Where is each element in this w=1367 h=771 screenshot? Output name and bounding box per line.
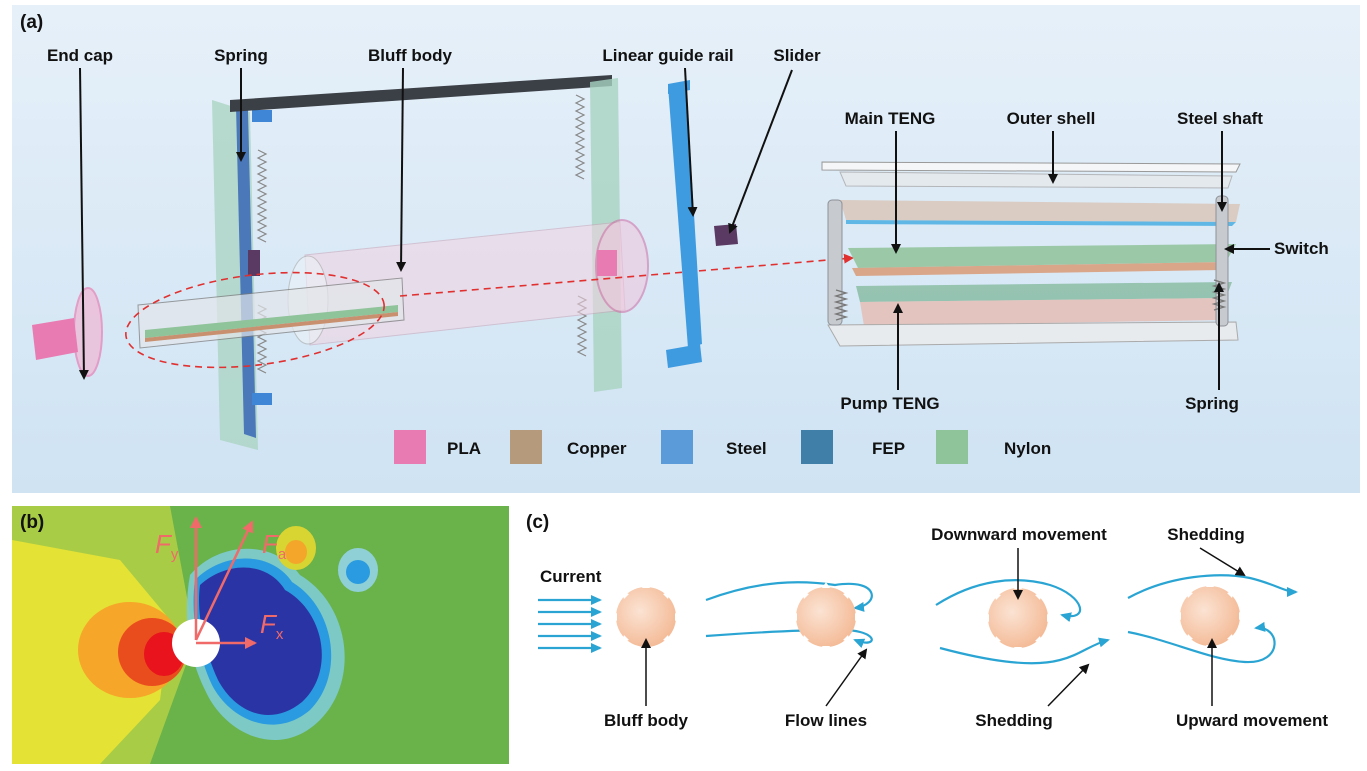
end-cap-disc: [73, 287, 103, 377]
arrow-flow-lines: [825, 648, 868, 707]
inner-nylon-layer: [145, 305, 398, 338]
legend-label-fep: FEP: [872, 439, 905, 458]
label-end-cap: End cap: [47, 46, 113, 65]
panel-b-label: (b): [20, 512, 44, 533]
label-bluff-body-a: Bluff body: [368, 46, 453, 65]
force-label-fy: Fy: [155, 529, 179, 563]
main-teng-copper: [852, 262, 1226, 276]
bluff-body-sphere-1: [611, 582, 681, 652]
flow-line-upper: [705, 581, 873, 612]
bluff-body-sphere-2: [791, 582, 861, 652]
front-cap-pla-block: [597, 250, 617, 276]
rail-bottom-foot: [666, 344, 702, 368]
flow-line-upward-lower: [1127, 621, 1276, 664]
left-steel-strip: [236, 106, 256, 438]
panel-a: (a): [12, 5, 1360, 493]
right-upper-spring: [574, 94, 586, 180]
flow-line-downward-lower: [939, 637, 1110, 665]
base-plate: [827, 321, 1239, 347]
left-upper-spring: [256, 149, 268, 243]
legend-label-pla: PLA: [447, 439, 481, 458]
flow-line-upward-upper: [1127, 574, 1298, 599]
label-shedding-2: Shedding: [1167, 525, 1244, 544]
end-cap-block: [32, 318, 78, 360]
dashed-zoom-arrow: [399, 253, 854, 297]
legend-swatch-pla: [394, 430, 426, 464]
label-slider: Slider: [773, 46, 821, 65]
force-label-fa: Fa: [262, 529, 287, 563]
legend-label-nylon: Nylon: [1004, 439, 1051, 458]
left-base-spring: [833, 289, 849, 321]
main-teng-nylon: [848, 244, 1236, 268]
label-flow-lines: Flow lines: [785, 711, 867, 730]
flow-line-downward-upper: [935, 579, 1082, 623]
label-switch: Switch: [1274, 239, 1329, 258]
lower-slider-block: [252, 393, 272, 405]
bluff-body-sphere-4: [1175, 581, 1245, 651]
legend-swatch-steel: [661, 430, 693, 464]
legend-label-steel: Steel: [726, 439, 767, 458]
label-spring-right: Spring: [1185, 394, 1239, 413]
arrow-shedding-2: [1199, 547, 1246, 577]
pump-teng-copper: [860, 298, 1226, 326]
contour-small-blue: [346, 560, 370, 584]
contour-small-orange: [285, 540, 307, 564]
panel-c-label: (c): [526, 512, 549, 533]
upper-slider-block: [252, 110, 272, 122]
left-small-block: [248, 250, 260, 276]
label-main-teng: Main TENG: [845, 109, 936, 128]
upper-steel-strip: [846, 220, 1236, 226]
material-legend: PLA Copper Steel FEP Nylon: [394, 430, 1051, 464]
label-pump-teng: Pump TENG: [840, 394, 939, 413]
pump-teng-nylon: [856, 282, 1232, 302]
highlight-dashed-ellipse: [125, 271, 385, 369]
arrow-slider: [728, 69, 793, 234]
arrow-bluff-body-a: [396, 67, 407, 272]
legend-swatch-fep: [801, 430, 833, 464]
panel-b: (b) Fy Fa Fx: [12, 506, 509, 764]
label-spring-left: Spring: [214, 46, 268, 65]
force-vector-fa: [194, 520, 254, 641]
legend-swatch-copper: [510, 430, 542, 464]
contour-darkblue: [199, 567, 322, 715]
slider-block: [714, 224, 738, 246]
force-label-fx: Fx: [260, 609, 284, 643]
label-shedding-1: Shedding: [975, 711, 1052, 730]
top-crossbar: [230, 75, 612, 112]
label-bluff-body-c: Bluff body: [604, 711, 689, 730]
rail-top-foot: [668, 80, 690, 94]
upper-copper-plate: [840, 200, 1240, 222]
left-steel-shaft: [827, 199, 843, 326]
label-linear-guide-rail: Linear guide rail: [602, 46, 733, 65]
outer-shell-lid: [839, 171, 1233, 189]
current-arrows: [538, 595, 602, 653]
label-current: Current: [540, 567, 602, 586]
outer-shell-top: [821, 161, 1241, 173]
legend-swatch-nylon: [936, 430, 968, 464]
panel-c: (c) Current Bluff body Flow lines: [526, 512, 1328, 730]
panel-a-label: (a): [20, 12, 43, 33]
arrow-shedding-1: [1047, 663, 1090, 707]
bluff-body-front-cap: [595, 219, 649, 313]
label-steel-shaft: Steel shaft: [1177, 109, 1263, 128]
linear-guide-rail-bar: [668, 84, 702, 348]
label-downward-movement: Downward movement: [931, 525, 1107, 544]
arrow-linear-guide-rail: [684, 67, 698, 217]
arrow-end-cap: [78, 67, 89, 380]
inner-copper-layer: [145, 312, 398, 342]
label-upward-movement: Upward movement: [1176, 711, 1328, 730]
bluff-body-sphere-3: [983, 583, 1053, 653]
legend-label-copper: Copper: [567, 439, 627, 458]
label-outer-shell: Outer shell: [1007, 109, 1096, 128]
